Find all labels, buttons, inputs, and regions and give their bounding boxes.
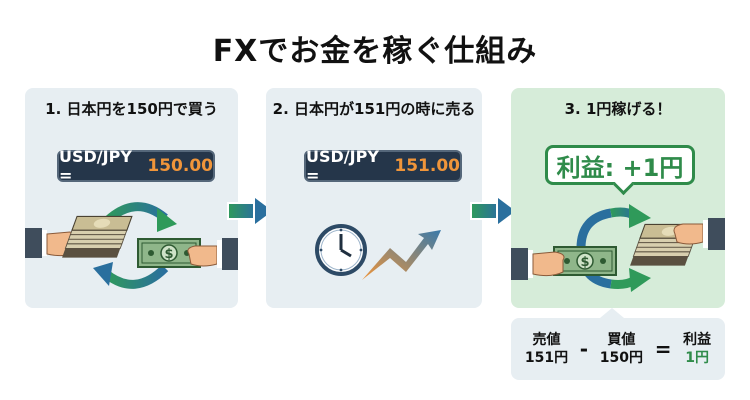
step-1-panel: 1. 日本円を150円で買う USD/JPY = 150.00 <box>25 88 238 308</box>
next-step-arrow-icon <box>227 194 276 228</box>
exchange-dollar-for-yen-icon <box>511 204 725 292</box>
rate-value: 150.00 <box>147 156 213 176</box>
profit-term: 利益 1円 <box>683 331 711 367</box>
buy-price-label: 買値 <box>607 332 636 348</box>
step-3-panel: 3. 1円稼げる！ 利益: +1円 <box>511 88 725 308</box>
page-title: FXでお金を稼ぐ仕組み <box>212 34 538 69</box>
buy-price-term: 買値 150円 <box>600 331 643 367</box>
profit-callout: 利益: +1円 <box>545 145 695 185</box>
step-2-heading: 2. 日本円が151円の時に売る <box>272 100 476 118</box>
sell-price-label: 売値 <box>532 332 561 348</box>
buy-price-value: 150円 <box>599 350 643 366</box>
formula-pointer <box>600 308 624 318</box>
step-2-rate-display: USD/JPY = 151.00 <box>304 147 462 185</box>
minus-operator: - <box>579 337 589 361</box>
rate-value: 151.00 <box>394 156 460 176</box>
clock-icon <box>315 224 367 276</box>
step-1-heading: 1. 日本円を150円で買う <box>45 100 218 118</box>
step-2-panel: 2. 日本円が151円の時に売る USD/JPY = 151.00 <box>266 88 482 308</box>
clock-trend-icon <box>315 224 441 280</box>
rate-label: USD/JPY = <box>59 147 132 185</box>
profit-formula: 売値 151円 - 買値 150円 = 利益 1円 <box>511 318 725 380</box>
exchange-yen-for-dollar-icon <box>25 202 238 289</box>
step-3-heading: 3. 1円稼げる！ <box>564 100 672 118</box>
sell-price-value: 151円 <box>524 350 569 366</box>
step-1-rate-display: USD/JPY = 150.00 <box>57 147 215 185</box>
equals-operator: = <box>654 337 672 361</box>
rate-label: USD/JPY = <box>306 147 379 185</box>
rising-trend-arrow-icon <box>362 230 441 280</box>
next-step-arrow-icon <box>470 194 519 228</box>
sell-price-term: 売値 151円 <box>525 331 568 367</box>
profit-label: 利益 <box>683 332 712 348</box>
profit-value: 1円 <box>685 350 710 366</box>
